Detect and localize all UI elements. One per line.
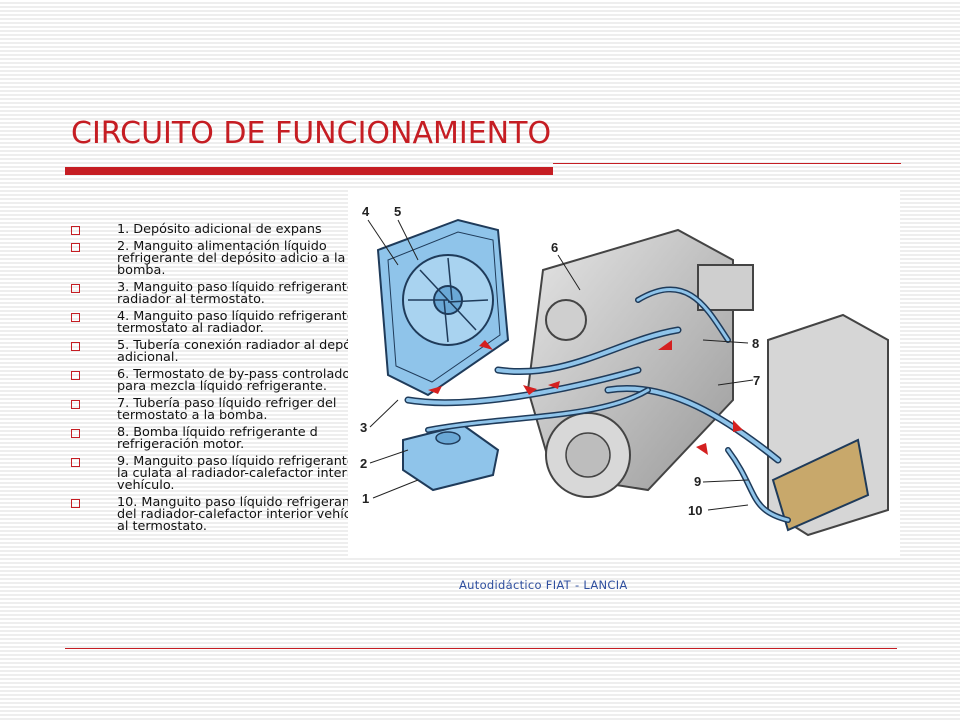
list-item-text: 9. Manguito paso líquido refrigerante de…: [117, 454, 375, 493]
list-item-text: 8. Bomba líquido refrigerante d refriger…: [117, 425, 318, 452]
square-bullet-icon: [71, 400, 80, 409]
list-item-text: 4. Manguito paso líquido refrigerante de…: [117, 309, 379, 336]
list-item-text: 10. Manguito paso líquido refrigerante d…: [117, 495, 371, 534]
flow-arrow-icon: [696, 443, 708, 455]
list-item-text: 3. Manguito paso líquido refrigerante de…: [117, 280, 379, 307]
coolant-hoses: [404, 286, 791, 523]
callout-label: 8: [752, 336, 759, 351]
heater-core-icon: [767, 313, 889, 537]
list-item-text: 5. Tubería conexión radiador al depósito…: [117, 338, 375, 365]
expansion-tank-icon: [402, 423, 500, 492]
callout-label: 4: [362, 204, 370, 219]
list-item-text: 6. Termostato de by-pass controlado para…: [117, 367, 351, 394]
slide-title: CIRCUITO DE FUNCIONAMIENTO: [71, 116, 552, 151]
square-bullet-icon: [71, 342, 80, 351]
leader-lines: [367, 219, 754, 511]
callout-label: 2: [360, 456, 367, 471]
callout-label: 5: [394, 204, 401, 219]
figure-caption: Autodidáctico FIAT - LANCIA: [459, 578, 628, 592]
list-item: 9. Manguito paso líquido refrigerante de…: [70, 454, 380, 493]
cooling-circuit-illustration: 4 5 6 8 7 3 2 1 9 10: [348, 190, 900, 558]
square-bullet-icon: [71, 284, 80, 293]
callout-label: 1: [362, 491, 369, 506]
flow-arrow-icon: [658, 340, 672, 350]
square-bullet-icon: [71, 429, 80, 438]
component-list: 1. Depósito adicional de expans 2. Mangu…: [70, 222, 380, 538]
square-bullet-icon: [71, 243, 80, 252]
list-item: 6. Termostato de by-pass controlado para…: [70, 367, 380, 394]
flow-arrow-icon: [523, 385, 537, 395]
flow-arrow-icon: [428, 386, 442, 394]
flow-arrow-icon: [548, 381, 560, 389]
list-item-text: 2. Manguito alimentación líquido refrige…: [117, 239, 346, 278]
flow-arrow-icon: [733, 420, 743, 432]
engine-diagram-svg: 4 5 6 8 7 3 2 1 9 10: [360, 204, 889, 537]
list-item-text: 1. Depósito adicional de expans: [117, 222, 322, 237]
list-item: 5. Tubería conexión radiador al depósito…: [70, 338, 380, 365]
list-item: 4. Manguito paso líquido refrigerante de…: [70, 309, 380, 336]
flow-arrows: [428, 340, 743, 455]
square-bullet-icon: [71, 313, 80, 322]
callout-label: 9: [694, 474, 701, 489]
list-item: 10. Manguito paso líquido refrigerante d…: [70, 495, 380, 534]
callout-label: 3: [360, 420, 367, 435]
square-bullet-icon: [71, 499, 80, 508]
square-bullet-icon: [71, 458, 80, 467]
flow-arrow-icon: [479, 340, 493, 350]
callout-label: 10: [688, 503, 702, 518]
list-item: 7. Tubería paso líquido refriger del ter…: [70, 396, 380, 423]
list-item: 2. Manguito alimentación líquido refrige…: [70, 239, 380, 278]
callout-label: 6: [551, 240, 558, 255]
list-item: 1. Depósito adicional de expans: [70, 222, 380, 237]
title-underline-thin: [553, 163, 901, 164]
square-bullet-icon: [71, 226, 80, 235]
list-item: 8. Bomba líquido refrigerante d refriger…: [70, 425, 380, 452]
callout-labels: 4 5 6 8 7 3 2 1 9 10: [360, 204, 760, 518]
footer-rule: [65, 648, 897, 649]
list-item: 3. Manguito paso líquido refrigerante de…: [70, 280, 380, 307]
square-bullet-icon: [71, 371, 80, 380]
list-item-text: 7. Tubería paso líquido refriger del ter…: [117, 396, 337, 423]
callout-label: 7: [753, 373, 760, 388]
radiator-icon: [376, 218, 510, 397]
title-underline-thick: [65, 167, 553, 175]
